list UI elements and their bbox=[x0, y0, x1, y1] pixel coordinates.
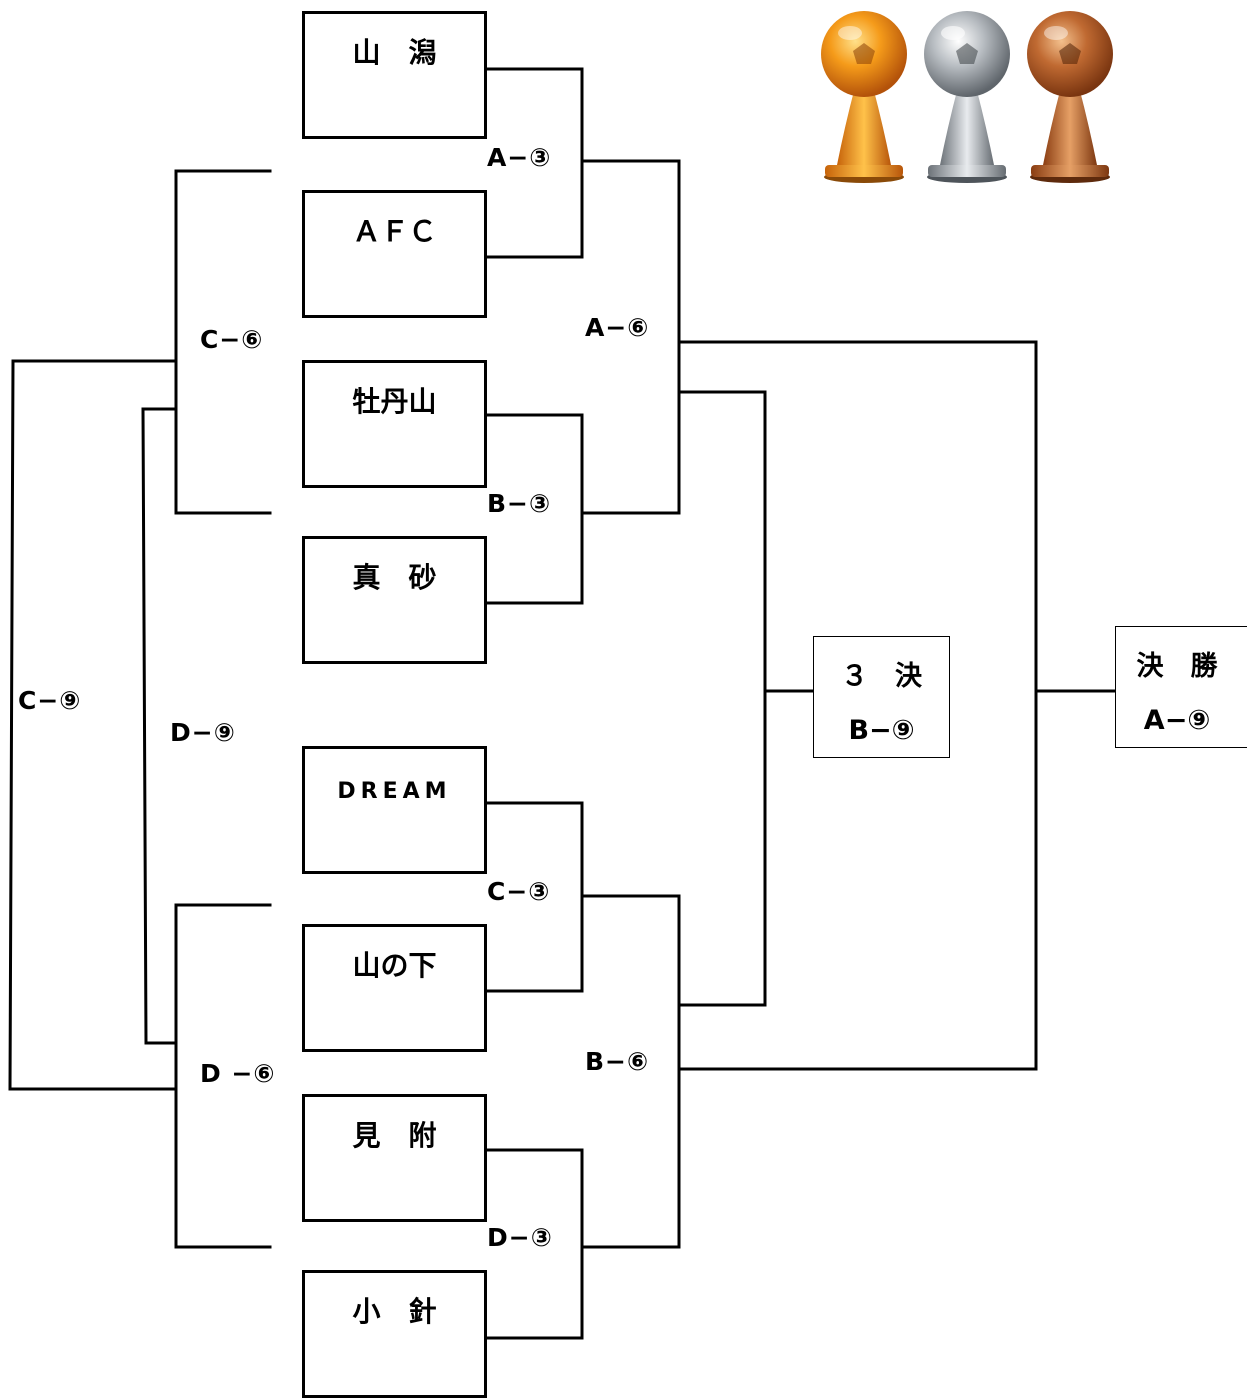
team-name: DREAM bbox=[337, 779, 452, 804]
final-match: A−⑨ bbox=[1143, 705, 1211, 736]
match-label-c9: C−⑨ bbox=[18, 686, 82, 715]
final-title: 決 勝 bbox=[1136, 651, 1218, 682]
team-name: 山 潟 bbox=[352, 36, 437, 69]
match-label-b3: B−③ bbox=[487, 489, 552, 518]
third-place-title: ３ 決 bbox=[841, 661, 922, 692]
trophies bbox=[821, 11, 1113, 183]
match-label-c3: C−③ bbox=[487, 877, 551, 906]
team-name: 山の下 bbox=[352, 949, 437, 982]
third-place-match: B−⑨ bbox=[848, 715, 915, 746]
gold-trophy-icon bbox=[821, 11, 907, 183]
team-box-kohari: 小 針 bbox=[302, 1270, 487, 1398]
team-box-yamanoshita: 山の下 bbox=[302, 924, 487, 1052]
team-box-yamagata: 山 潟 bbox=[302, 11, 487, 139]
team-box-dream: DREAM bbox=[302, 746, 487, 874]
bronze-trophy-icon bbox=[1027, 11, 1113, 183]
silver-trophy-icon bbox=[924, 11, 1010, 183]
team-name: 小 針 bbox=[352, 1295, 437, 1328]
match-label-d9: D−⑨ bbox=[170, 718, 236, 747]
match-label-c6: C−⑥ bbox=[200, 325, 264, 354]
team-name: ＡＦＣ bbox=[352, 215, 437, 248]
final-box: 決 勝 A−⑨ bbox=[1115, 626, 1247, 748]
team-box-mitsuke: 見 附 bbox=[302, 1094, 487, 1222]
team-box-afc: ＡＦＣ bbox=[302, 190, 487, 318]
team-box-masago: 真 砂 bbox=[302, 536, 487, 664]
team-name: 牡丹山 bbox=[352, 385, 437, 418]
match-label-d3: D−③ bbox=[487, 1223, 553, 1252]
team-name: 見 附 bbox=[352, 1119, 437, 1152]
match-label-a6: A−⑥ bbox=[585, 313, 650, 342]
match-label-d6: D −⑥ bbox=[200, 1059, 276, 1088]
match-label-b6: B−⑥ bbox=[585, 1047, 650, 1076]
third-place-box: ３ 決 B−⑨ bbox=[813, 636, 950, 758]
match-label-a3: A−③ bbox=[487, 143, 552, 172]
team-name: 真 砂 bbox=[352, 561, 437, 594]
team-box-botanyama: 牡丹山 bbox=[302, 360, 487, 488]
